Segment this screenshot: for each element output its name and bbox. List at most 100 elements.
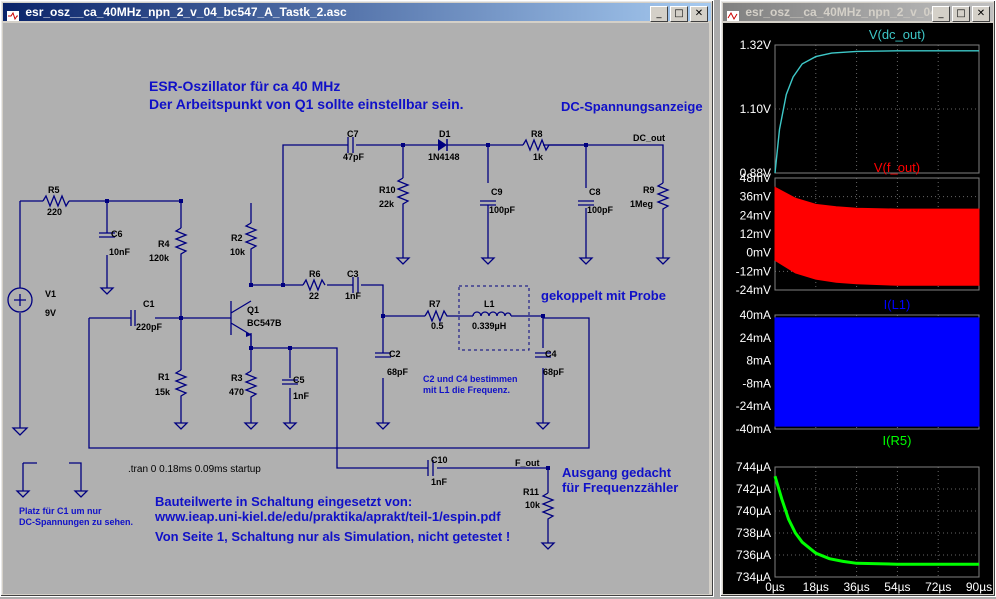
placeholder-line1: Platz für C1 um nur (19, 506, 102, 516)
svg-text:BC547B: BC547B (247, 318, 282, 328)
waveform-file-icon (727, 8, 739, 21)
c9-symbol (480, 200, 496, 206)
svg-text:10k: 10k (230, 247, 246, 257)
svg-text:100pF: 100pF (489, 205, 516, 215)
output-label-2: für Frequenzzähler (562, 480, 678, 495)
r1-symbol (174, 369, 188, 401)
net-dc-out: DC_out (633, 133, 665, 143)
schematic-titlebar[interactable]: esr_osz__ca_40MHz_npn_2_v_04_bc547_A_Tas… (3, 3, 711, 21)
svg-text:D1: D1 (439, 129, 451, 139)
svg-text:C1: C1 (143, 299, 155, 309)
r9-symbol (656, 182, 670, 223)
y-tick-label: 8mA (746, 354, 771, 368)
y-tick-label: 0mV (746, 246, 771, 260)
c1-symbol (130, 310, 136, 326)
svg-text:1nF: 1nF (345, 291, 362, 301)
y-tick-label: 24mV (740, 208, 771, 222)
r5-symbol (42, 194, 70, 208)
waveform-maximize-button[interactable]: □ (952, 6, 970, 22)
c3-symbol (352, 277, 359, 293)
r11-symbol (541, 492, 555, 533)
plot-frame (774, 44, 980, 174)
x-tick-label: 0µs (765, 580, 785, 594)
svg-text:R9: R9 (643, 185, 655, 195)
svg-text:15k: 15k (155, 387, 171, 397)
r3-symbol (244, 370, 258, 401)
svg-text:220: 220 (47, 207, 62, 217)
y-tick-label: 742µA (736, 482, 771, 496)
ground-symbols (11, 257, 671, 550)
waveform-titlebar[interactable]: esr_osz__ca_40MHz_npn_2_v_04 (723, 3, 993, 21)
y-tick-label: -8mA (742, 376, 771, 390)
minimize-button[interactable]: _ (650, 6, 668, 22)
y-tick-label: 48mV (740, 171, 771, 185)
waveform-window[interactable]: esr_osz__ca_40MHz_npn_2_v_04 _ □ ✕ 1.32V… (720, 0, 996, 597)
svg-text:22k: 22k (379, 199, 395, 209)
schematic-title: esr_osz__ca_40MHz_npn_2_v_04_bc547_A_Tas… (25, 5, 347, 19)
svg-text:0.339µH: 0.339µH (472, 321, 506, 331)
series-envelope (774, 186, 980, 286)
x-tick-label: 18µs (803, 580, 829, 594)
y-tick-label: 738µA (736, 526, 771, 540)
c2-symbol (375, 352, 391, 358)
series-line (774, 50, 979, 174)
y-tick-label: -24mV (736, 283, 771, 297)
probe-label: gekoppelt mit Probe (541, 288, 666, 303)
schematic-window[interactable]: esr_osz__ca_40MHz_npn_2_v_04_bc547_A_Tas… (0, 0, 714, 597)
svg-text:1k: 1k (533, 152, 544, 162)
waveform-close-button[interactable]: ✕ (972, 6, 990, 22)
svg-text:22: 22 (309, 291, 319, 301)
x-tick-label: 36µs (843, 580, 869, 594)
r4-symbol (174, 227, 188, 261)
waveform-minimize-button[interactable]: _ (932, 6, 950, 22)
schematic-canvas[interactable]: ESR-Oszillator für ca 40 MHz Der Arbeits… (3, 23, 709, 594)
placeholder-line2: DC-Spannungen zu sehen. (19, 517, 133, 527)
c-note-line2: mit L1 die Frequenz. (423, 385, 510, 395)
c-note-line1: C2 und C4 bestimmen (423, 374, 518, 384)
y-tick-label: 744µA (736, 460, 771, 474)
svg-text:1N4148: 1N4148 (428, 152, 460, 162)
svg-text:100pF: 100pF (587, 205, 614, 215)
r7-symbol (424, 309, 449, 323)
waveform-title: esr_osz__ca_40MHz_npn_2_v_04 (745, 5, 937, 19)
svg-text:C2: C2 (389, 349, 401, 359)
svg-text:470: 470 (229, 387, 244, 397)
svg-text:R7: R7 (429, 299, 441, 309)
junctions (105, 143, 588, 470)
svg-text:R5: R5 (48, 185, 60, 195)
svg-text:R3: R3 (231, 373, 243, 383)
svg-text:C10: C10 (431, 455, 448, 465)
r8-symbol (522, 138, 586, 152)
y-tick-label: 1.10V (740, 102, 771, 116)
y-tick-label: -40mA (736, 422, 771, 436)
waveform-plots[interactable]: 1.32V1.10V0.88VV(dc_out)48mV36mV24mV12mV… (723, 23, 993, 594)
svg-text:10k: 10k (525, 500, 541, 510)
c10-symbol (427, 460, 434, 476)
svg-text:C4: C4 (545, 349, 557, 359)
pane-title: V(dc_out) (869, 27, 925, 42)
close-button[interactable]: ✕ (690, 6, 708, 22)
c8-symbol (578, 200, 594, 206)
svg-text:Q1: Q1 (247, 305, 259, 315)
svg-text:10nF: 10nF (109, 247, 131, 257)
schematic-drawing[interactable]: ESR-Oszillator für ca 40 MHz Der Arbeits… (3, 23, 709, 594)
y-tick-label: -24mA (736, 399, 771, 413)
svg-text:1Meg: 1Meg (630, 199, 653, 209)
svg-text:R4: R4 (158, 239, 170, 249)
plot-frame (774, 466, 980, 578)
d1-symbol (438, 139, 447, 151)
tran-directive[interactable]: .tran 0 0.18ms 0.09ms startup (128, 464, 261, 475)
output-label-1: Ausgang gedacht (562, 465, 672, 480)
schematic-file-icon (7, 8, 19, 21)
dc-display-label: DC-Spannungsanzeige (561, 99, 703, 114)
svg-text:R11: R11 (523, 487, 539, 497)
pane-title: V(f_out) (874, 160, 920, 175)
y-tick-label: 40mA (740, 308, 771, 322)
l1-probe-box (458, 285, 530, 351)
y-tick-label: 0.88V (740, 166, 771, 180)
r6-symbol (302, 278, 326, 292)
maximize-button[interactable]: □ (670, 6, 688, 22)
svg-text:C7: C7 (347, 129, 359, 139)
x-tick-label: 72µs (925, 580, 951, 594)
